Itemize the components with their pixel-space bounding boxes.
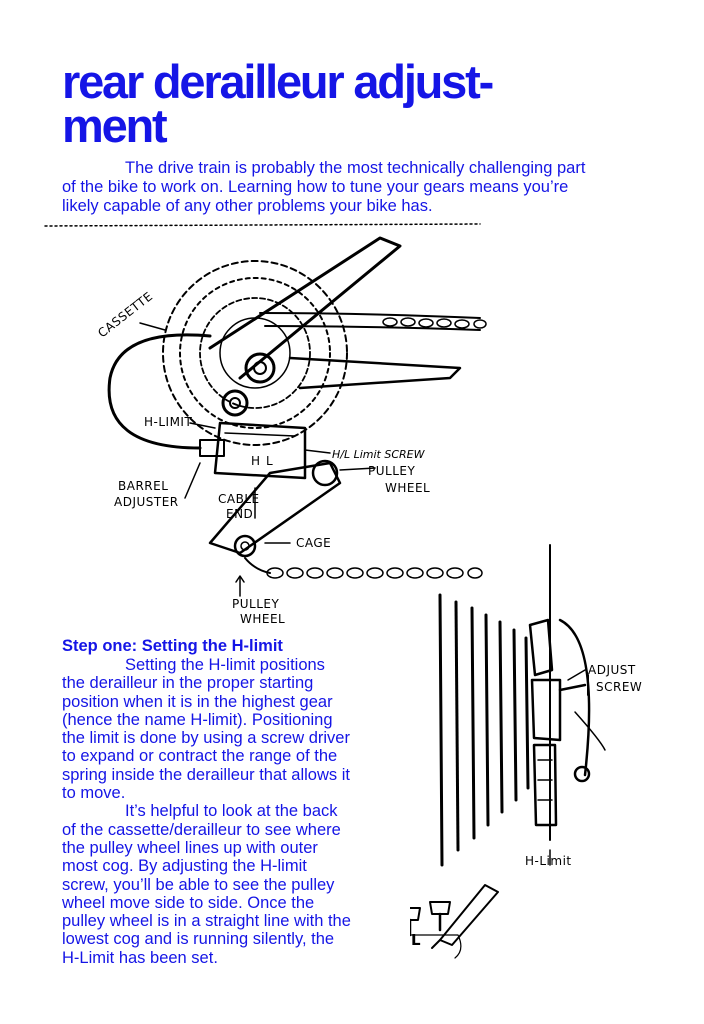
title-line-1: rear derailleur adjust- [62, 60, 662, 104]
label-cable-2: END [226, 507, 253, 521]
p1-line-7: spring inside the derailleur that allows… [62, 766, 382, 784]
label-hl-screws: H/L [410, 931, 421, 949]
p2-line-1: It’s helpful to look at the back [125, 802, 338, 820]
label-pulley-wheel-2: WHEEL [385, 481, 430, 495]
label-h-limit: H-LIMIT [144, 415, 192, 429]
label-cable-1: CABLE [218, 492, 260, 506]
page-title: rear derailleur adjust- ment [62, 60, 662, 148]
p2-line-2: of the cassette/derailleur to see where [62, 821, 382, 839]
intro-line-2: of the bike to work on. Learning how to … [62, 178, 568, 196]
label-plate-l: L [266, 454, 273, 468]
label-cassette: CASSETTE [95, 289, 155, 340]
label-adjust-screw-1: ADJUST [588, 663, 636, 677]
p1-line-1: Setting the H-limit positions [125, 656, 325, 674]
p2-line-9: H-Limit has been set. [62, 949, 382, 967]
label-pulley-bottom-2: WHEEL [240, 612, 285, 626]
p1-line-2: the derailleur in the proper starting [62, 674, 382, 692]
intro-line-1: The drive train is probably the most tec… [125, 159, 585, 177]
p2-line-5: screw, you’ll be able to see the pulley [62, 876, 382, 894]
title-line-2: ment [62, 104, 662, 148]
step-paragraph-2: It’s helpful to look at the back of the … [62, 802, 382, 967]
p1-line-6: to expand or contract the range of the [62, 747, 382, 765]
label-adjust-screw-2: SCREW [596, 680, 642, 694]
label-pulley-bottom-1: PULLEY [232, 597, 279, 611]
p2-line-3: the pulley wheel lines up with outer [62, 839, 382, 857]
p2-line-6: wheel move side to side. Once the [62, 894, 382, 912]
label-cage: CAGE [296, 536, 331, 550]
intro-line-3: likely capable of any other problems you… [62, 197, 433, 215]
label-barrel-1: BARREL [118, 479, 168, 493]
step-paragraph-1: Setting the H-limit positions the derail… [62, 656, 382, 802]
p2-line-4: most cog. By adjusting the H-limit [62, 857, 382, 875]
cassette-rear-sketch: ADJUST SCREW H-Limit H/L [410, 540, 670, 980]
p1-line-8: to move. [62, 784, 382, 802]
p1-line-5: the limit is done by using a screw drive… [62, 729, 382, 747]
step-body: Setting the H-limit positions the derail… [62, 656, 382, 967]
intro-paragraph: The drive train is probably the most tec… [62, 159, 652, 216]
p1-line-3: position when it is in the highest gear [62, 693, 382, 711]
label-h-limit-rear: H-Limit [525, 854, 572, 868]
step-heading: Step one: Setting the H-limit [62, 637, 382, 656]
label-hl-limit-screw: H/L Limit SCREW [332, 448, 426, 461]
p2-line-7: pulley wheel is in a straight line with … [62, 912, 382, 930]
p1-line-4: (hence the name H-limit). Positioning [62, 711, 382, 729]
label-pulley-wheel-1: PULLEY [368, 464, 415, 478]
label-plate-h: H [251, 454, 261, 468]
label-barrel-2: ADJUSTER [114, 495, 179, 509]
p2-line-8: lowest cog and is running silently, the [62, 930, 382, 948]
